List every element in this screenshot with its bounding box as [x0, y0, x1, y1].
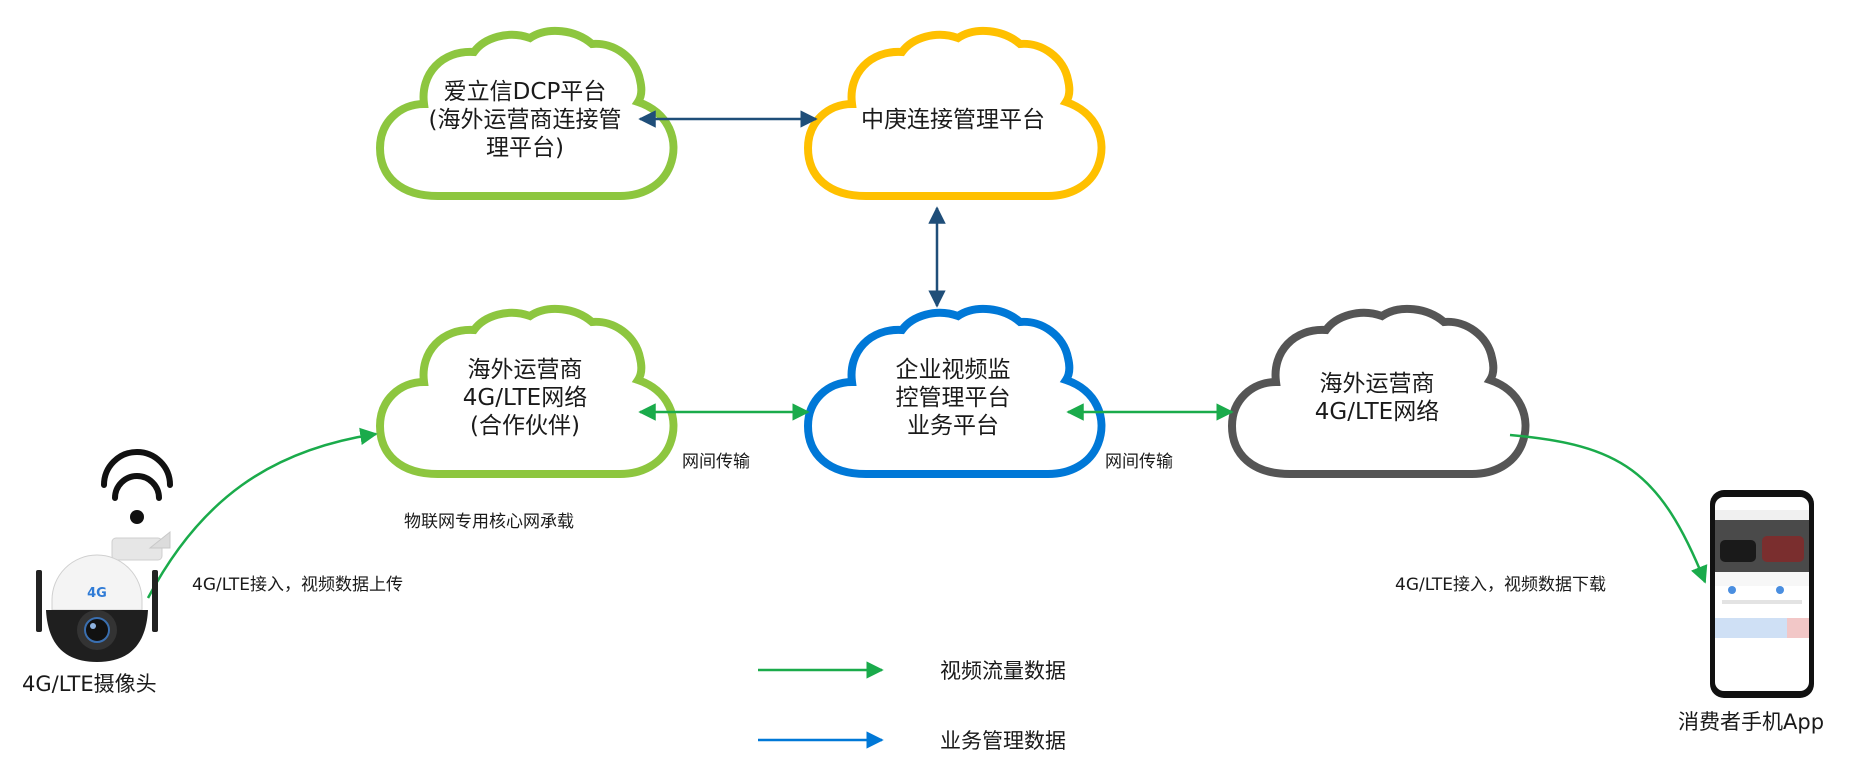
cloud-zhonggeng-label: 中庚连接管理平台 [828, 70, 1078, 170]
cloud-partner-label: 海外运营商 4G/LTE网络 (合作伙伴) [400, 348, 650, 448]
cloud-overseas-network [1227, 304, 1530, 478]
legend-video-label: 视频流量数据 [940, 659, 1066, 683]
cloud-overseas-label: 海外运营商 4G/LTE网络 [1252, 348, 1502, 448]
cloud-label-line: (合作伙伴) [470, 413, 580, 439]
camera-4g-badge: 4G [87, 586, 107, 601]
camera-upload-label: 4G/LTE接入，视频数据上传 [192, 575, 403, 595]
net-transfer-left-label: 网间传输 [682, 452, 750, 472]
cloud-label-line: 理平台) [486, 135, 564, 161]
cloud-ericsson-label: 爱立信DCP平台 (海外运营商连接管 理平台) [400, 70, 650, 170]
cloud-label-line: 海外运营商 [1319, 371, 1435, 397]
cloud-zhonggeng [803, 26, 1106, 200]
app-download-label: 4G/LTE接入，视频数据下载 [1395, 575, 1606, 595]
cloud-label-line: (海外运营商连接管 [428, 107, 622, 133]
cloud-label-line: 4G/LTE网络 [462, 385, 588, 411]
cloud-label-line: 爱立信DCP平台 [443, 79, 607, 105]
net-transfer-right-label: 网间传输 [1105, 452, 1173, 472]
cloud-label-line: 中庚连接管理平台 [861, 107, 1045, 133]
iot-core-label: 物联网专用核心网承载 [404, 512, 574, 532]
arrow-app-download [1509, 433, 1708, 584]
cloud-ericsson-dcp [375, 26, 678, 200]
cloud-label-line: 业务平台 [907, 413, 999, 439]
arrow-camera-upload [146, 427, 378, 599]
cloud-label-line: 控管理平台 [895, 385, 1011, 411]
phone-caption: 消费者手机App [1678, 710, 1825, 734]
cloud-enterprise-label: 企业视频监 控管理平台 业务平台 [828, 348, 1078, 448]
cloud-label-line: 海外运营商 [467, 357, 583, 383]
camera-icon: 4G [36, 449, 173, 662]
legend-management-label: 业务管理数据 [940, 729, 1066, 753]
phone-icon [1710, 490, 1814, 698]
camera-caption: 4G/LTE摄像头 [22, 672, 157, 696]
cloud-label-line: 企业视频监 [895, 357, 1011, 383]
cloud-label-line: 4G/LTE网络 [1314, 399, 1440, 425]
